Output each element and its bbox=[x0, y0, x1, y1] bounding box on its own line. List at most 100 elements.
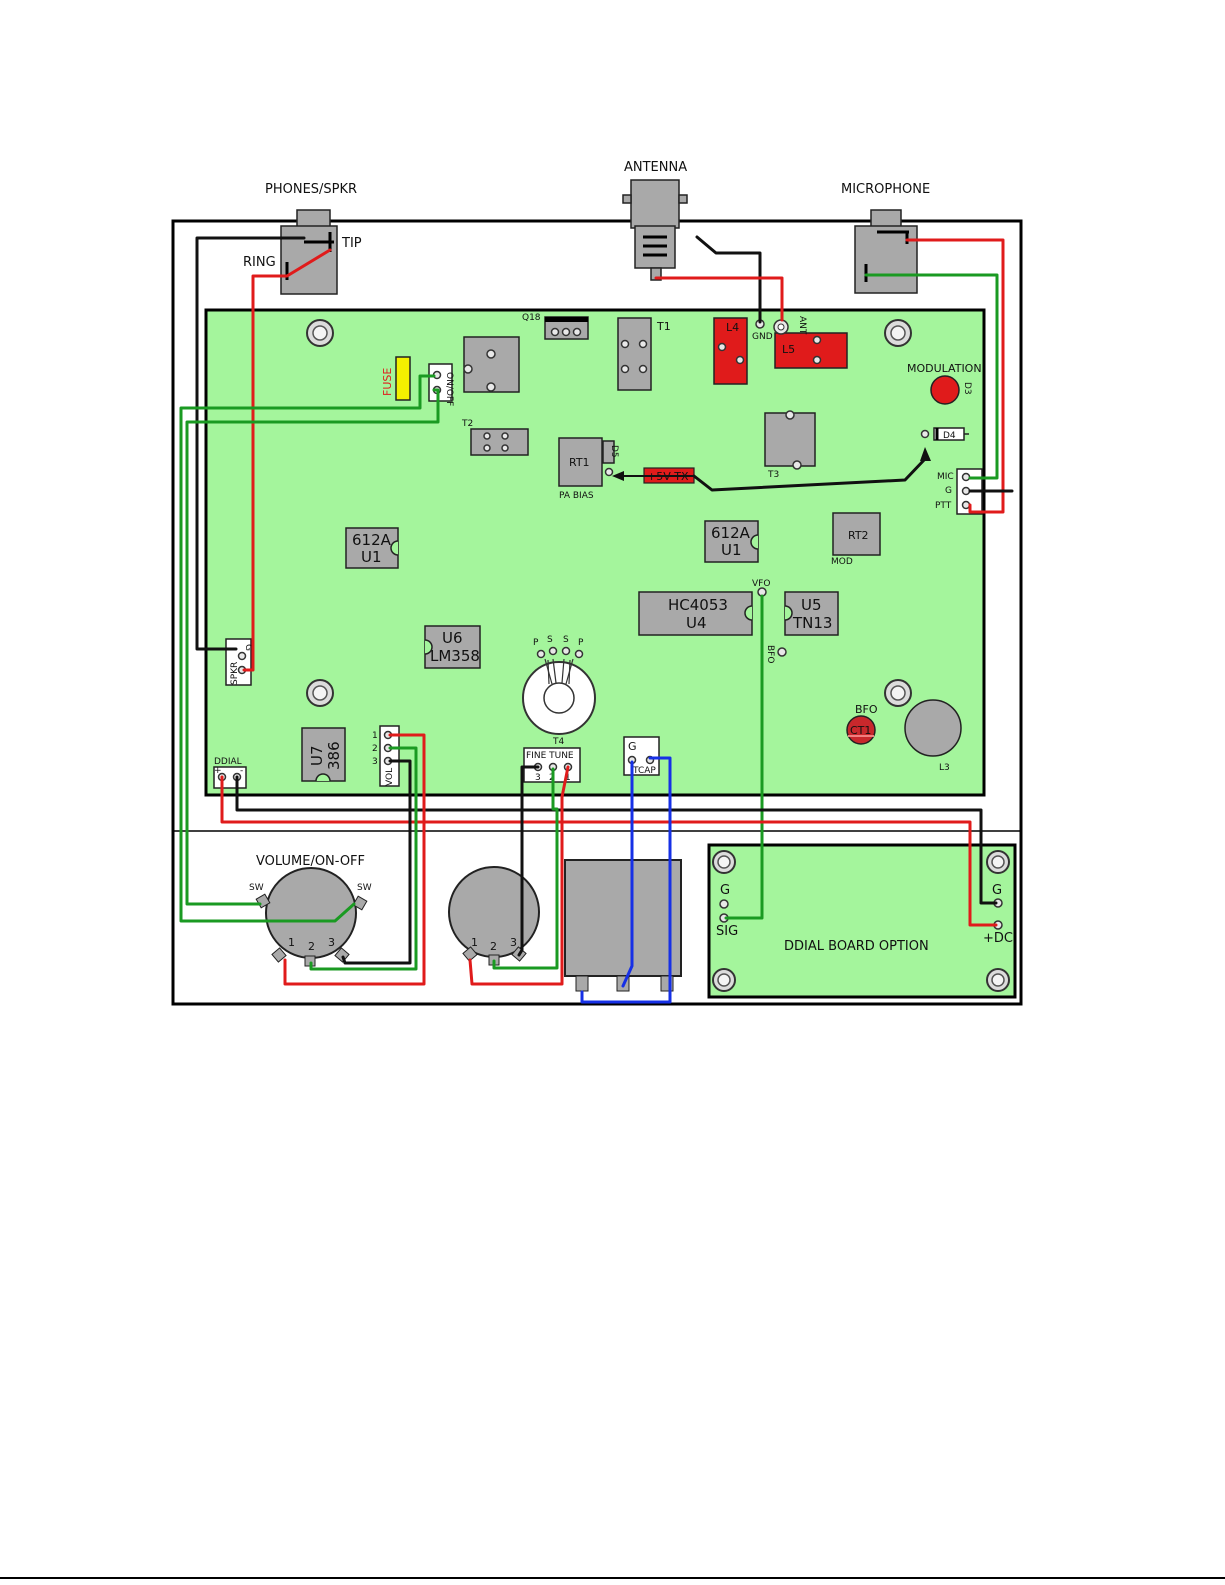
vol-pin-3: 3 bbox=[372, 757, 378, 767]
gnd-label: GND bbox=[752, 332, 773, 342]
ant-label: ANT bbox=[797, 316, 807, 335]
l3-label: L3 bbox=[939, 763, 950, 773]
t2-transformer bbox=[470, 428, 529, 456]
vol-pin-1: 1 bbox=[372, 731, 378, 741]
vol-pot-pin-3: 3 bbox=[328, 936, 335, 949]
rt1-trimmer bbox=[558, 437, 603, 487]
t1-transformer bbox=[617, 317, 652, 391]
rt1-label: RT1 bbox=[569, 456, 590, 469]
ct1-label: CT1 bbox=[850, 724, 871, 737]
volume-pot bbox=[255, 867, 368, 967]
pa-bias-label: PA BIAS bbox=[559, 491, 594, 501]
ddial-board-title: DDIAL BOARD OPTION bbox=[784, 939, 929, 954]
u6-bottom-label: LM358 bbox=[430, 647, 480, 665]
spkr-label: SPKR bbox=[230, 662, 240, 685]
t3-transformer bbox=[764, 412, 816, 467]
ddial-plus: + bbox=[214, 766, 222, 776]
u5-top-label: U5 bbox=[801, 596, 822, 614]
fine-tune-label: FINE TUNE bbox=[526, 751, 574, 761]
microphone-jack bbox=[854, 209, 918, 294]
ddial-board bbox=[707, 843, 1017, 999]
u7-bottom-label: 386 bbox=[325, 741, 343, 770]
t4-pin-1: P bbox=[533, 638, 539, 648]
d5-diode bbox=[602, 440, 615, 464]
microphone-jack-label: MICROPHONE bbox=[841, 182, 930, 197]
tuning-capacitor bbox=[564, 859, 682, 992]
ddial-minus: - bbox=[240, 766, 243, 776]
spkr-g-label: G bbox=[243, 644, 253, 651]
modulation-label: MODULATION bbox=[907, 362, 982, 375]
vol-header bbox=[379, 725, 400, 787]
spkr-header bbox=[225, 638, 252, 686]
vol-pin-2: 2 bbox=[372, 744, 378, 754]
t4-toroid bbox=[522, 658, 596, 735]
fuse bbox=[395, 356, 411, 401]
d5-label: D5 bbox=[609, 445, 619, 458]
ddial-sig-label: SIG bbox=[716, 924, 738, 939]
t1-label: T1 bbox=[656, 320, 671, 333]
l4-inductor bbox=[713, 317, 748, 385]
ddial-g-left-label: G bbox=[720, 883, 730, 898]
fine-pin-3: 3 bbox=[535, 773, 541, 783]
u7-top-label: U7 bbox=[308, 745, 326, 766]
mounting-holes bbox=[306, 319, 912, 707]
u6-top-label: U6 bbox=[442, 629, 463, 647]
fine-pin-1: 1 bbox=[565, 773, 571, 783]
ddial-g-right-label: G bbox=[992, 883, 1002, 898]
mic-label: MIC bbox=[937, 472, 954, 482]
t2-label: T2 bbox=[461, 419, 473, 429]
t4-label: T4 bbox=[552, 737, 564, 747]
tcap-label: TCAP bbox=[632, 766, 656, 776]
u6-chip bbox=[424, 625, 481, 669]
u1-left-top-label: 612A bbox=[352, 531, 392, 549]
l4-label: L4 bbox=[726, 321, 739, 334]
phones-jack-label: PHONES/SPKR bbox=[265, 182, 357, 197]
u5-bottom-label: TN13 bbox=[792, 614, 832, 632]
tcap-g-label: G bbox=[628, 740, 637, 753]
fine-pot-pin-1: 1 bbox=[471, 936, 478, 949]
t3-label: T3 bbox=[767, 470, 779, 480]
l5-inductor bbox=[774, 332, 848, 369]
u1-right-bottom-label: U1 bbox=[721, 541, 742, 559]
d4-label: D4 bbox=[943, 431, 956, 441]
rt2-trimmer bbox=[832, 512, 881, 556]
u4-bottom-label: U4 bbox=[686, 614, 707, 632]
antenna-jack-label: ANTENNA bbox=[624, 160, 687, 175]
vol-pot-pin-2: 2 bbox=[308, 940, 315, 953]
l3-coil bbox=[904, 699, 962, 757]
vol-label: VOL bbox=[385, 768, 395, 786]
mic-g-label: G bbox=[945, 486, 952, 496]
rt2-label: RT2 bbox=[848, 529, 869, 542]
bfo-pad bbox=[777, 647, 787, 657]
t4-pin-4: P bbox=[578, 638, 584, 648]
volume-on-off-label: VOLUME/ON-OFF bbox=[256, 854, 365, 869]
ddial-plus-dc-label: +DC bbox=[983, 931, 1013, 946]
bfo-small-label: BFO bbox=[765, 645, 775, 663]
d3-label: D3 bbox=[962, 382, 972, 395]
ring-label: RING bbox=[243, 255, 276, 270]
d3-led bbox=[930, 375, 960, 405]
ddial-label: DDIAL bbox=[214, 757, 242, 767]
t4-pin-3: S bbox=[563, 635, 569, 645]
u1-right-top-label: 612A bbox=[711, 524, 751, 542]
mod-label: MOD bbox=[831, 557, 853, 567]
fine-pot-pin-3: 3 bbox=[510, 936, 517, 949]
u4-top-label: HC4053 bbox=[668, 596, 728, 614]
fine-pot-pin-2: 2 bbox=[490, 940, 497, 953]
wires bbox=[179, 235, 1014, 1004]
sw-left-label: SW bbox=[249, 883, 264, 893]
tip-label: TIP bbox=[341, 236, 362, 251]
q18-label: Q18 bbox=[522, 313, 541, 323]
fuse-label: FUSE bbox=[381, 368, 394, 396]
on-off-label: ON/OFF bbox=[444, 372, 454, 406]
ptt-label: PTT bbox=[935, 501, 952, 511]
sw-right-label: SW bbox=[357, 883, 372, 893]
u1-right-chip bbox=[704, 520, 759, 563]
vfo-label: VFO bbox=[752, 579, 770, 589]
l5-label: L5 bbox=[782, 343, 795, 356]
antenna-jack bbox=[622, 179, 688, 281]
u1-left-chip bbox=[345, 527, 399, 569]
footer-rule bbox=[0, 1577, 1225, 1579]
u7-chip bbox=[301, 727, 346, 782]
